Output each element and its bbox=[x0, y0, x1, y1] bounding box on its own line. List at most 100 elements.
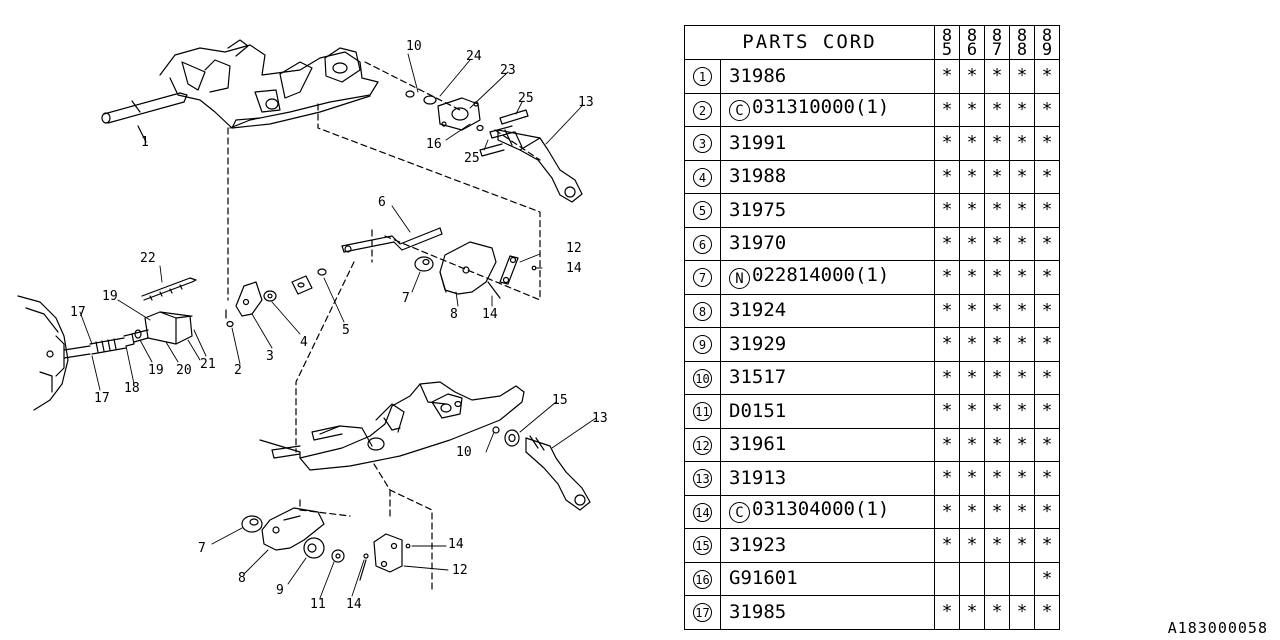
callout-8: 8 bbox=[450, 307, 458, 322]
year-mark-cell: * bbox=[1009, 394, 1035, 429]
part-1-rod bbox=[101, 92, 188, 143]
year-mark-cell: * bbox=[934, 461, 960, 496]
year-mark-cell: * bbox=[934, 360, 960, 395]
year-mark-cell: * bbox=[1034, 561, 1060, 596]
year-mark-cell: * bbox=[1009, 528, 1035, 563]
year-mark-cell: * bbox=[934, 193, 960, 228]
callout-24: 24 bbox=[466, 49, 482, 64]
year-mark-cell: * bbox=[984, 427, 1010, 462]
year-mark-cell: * bbox=[934, 595, 960, 630]
year-mark-cell: * bbox=[959, 327, 985, 362]
year-mark-cell: * bbox=[959, 159, 985, 194]
callout-10: 10 bbox=[406, 39, 422, 54]
part-code: 31961 bbox=[729, 433, 787, 456]
year-mark-cell: * bbox=[984, 159, 1010, 194]
year-mark-cell: * bbox=[1034, 394, 1060, 429]
year-mark-cell: * bbox=[984, 394, 1010, 429]
part-code: 31913 bbox=[729, 466, 787, 489]
callout-14d: 14 bbox=[346, 597, 362, 612]
year-mark-cell: * bbox=[934, 494, 960, 529]
lower-rods bbox=[259, 425, 343, 459]
callout-25: 25 bbox=[518, 91, 534, 106]
lower-small-parts bbox=[241, 507, 411, 581]
year-mark-cell: * bbox=[1009, 327, 1035, 362]
part-number-circle: 12 bbox=[693, 435, 712, 455]
year-mark-cell: * bbox=[984, 126, 1010, 161]
callout-14c: 14 bbox=[448, 537, 464, 552]
year-mark-cell: * bbox=[1034, 461, 1060, 496]
callout-4: 4 bbox=[300, 335, 308, 350]
year-mark-cell: * bbox=[959, 360, 985, 395]
callout-13b: 13 bbox=[592, 411, 608, 426]
part-code-cell: 31913 bbox=[720, 461, 935, 496]
part-number-circle: 13 bbox=[693, 469, 712, 489]
year-mark-cell: * bbox=[984, 360, 1010, 395]
callout-25b: 25 bbox=[464, 151, 480, 166]
year-mark-cell: * bbox=[1009, 92, 1035, 127]
year-mark-cell: * bbox=[1034, 427, 1060, 462]
part-number-cell: 3 bbox=[684, 126, 721, 161]
callout-6: 6 bbox=[378, 195, 386, 210]
callout-17: 17 bbox=[70, 305, 86, 320]
part-code: 022814000(1) bbox=[752, 263, 890, 286]
part-number-cell: 1 bbox=[684, 59, 721, 94]
year-mark-cell: * bbox=[1009, 293, 1035, 328]
year-mark-cell: * bbox=[934, 59, 960, 94]
part-number-circle: 1 bbox=[693, 67, 712, 87]
part-code: 31924 bbox=[729, 299, 787, 322]
callout-5: 5 bbox=[342, 323, 350, 338]
part-code-cell: 31986 bbox=[720, 59, 935, 94]
part-8-sector-upper bbox=[414, 241, 497, 295]
year-mark-cell: * bbox=[934, 226, 960, 261]
callout-12: 12 bbox=[566, 241, 582, 256]
year-mark-cell: * bbox=[959, 427, 985, 462]
year-mark-cell: * bbox=[1009, 159, 1035, 194]
part-number-circle: 5 bbox=[693, 201, 712, 221]
year-mark-cell: * bbox=[1034, 226, 1060, 261]
callout-11: 11 bbox=[310, 597, 326, 612]
year-mark-cell: * bbox=[1034, 595, 1060, 630]
part-number-cell: 11 bbox=[684, 394, 721, 429]
part-code-cell: 31970 bbox=[720, 226, 935, 261]
callout-2: 2 bbox=[234, 363, 242, 378]
year-mark-cell: * bbox=[934, 92, 960, 127]
year-mark-cell: * bbox=[934, 528, 960, 563]
year-mark-cell: * bbox=[1009, 59, 1035, 94]
transmission-case-left bbox=[17, 295, 135, 411]
year-mark-cell: * bbox=[1034, 494, 1060, 529]
part-number-circle: 9 bbox=[693, 335, 712, 355]
part-number-circle: 4 bbox=[693, 167, 712, 187]
year-mark-cell: * bbox=[984, 494, 1010, 529]
callout-1: 1 bbox=[141, 135, 149, 150]
year-mark-cell: * bbox=[1009, 461, 1035, 496]
part-code-cell: 31517 bbox=[720, 360, 935, 395]
part-code: 31517 bbox=[729, 366, 787, 389]
part-number-circle: 6 bbox=[693, 234, 712, 254]
part-number-cell: 7 bbox=[684, 260, 721, 295]
year-mark-cell: * bbox=[959, 394, 985, 429]
leader-lines bbox=[79, 53, 597, 599]
part-code: 31985 bbox=[729, 600, 787, 623]
year-mark-cell: * bbox=[984, 226, 1010, 261]
year-mark-cell: * bbox=[1034, 360, 1060, 395]
part-number-cell: 4 bbox=[684, 159, 721, 194]
part-number-circle: 8 bbox=[693, 301, 712, 321]
year-mark-cell: * bbox=[959, 59, 985, 94]
part-prefix-circle: N bbox=[729, 267, 750, 289]
part-20-solenoid bbox=[131, 311, 193, 345]
part-number-circle: 14 bbox=[693, 502, 712, 522]
callout-7: 7 bbox=[402, 291, 410, 306]
year-mark-cell: * bbox=[1034, 528, 1060, 563]
year-mark-cell: * bbox=[1009, 260, 1035, 295]
part-12-link-upper bbox=[487, 255, 537, 299]
document-id: A183000058 bbox=[1167, 619, 1268, 637]
year-mark-cell bbox=[984, 561, 1010, 596]
part-22-bolt bbox=[141, 277, 197, 301]
